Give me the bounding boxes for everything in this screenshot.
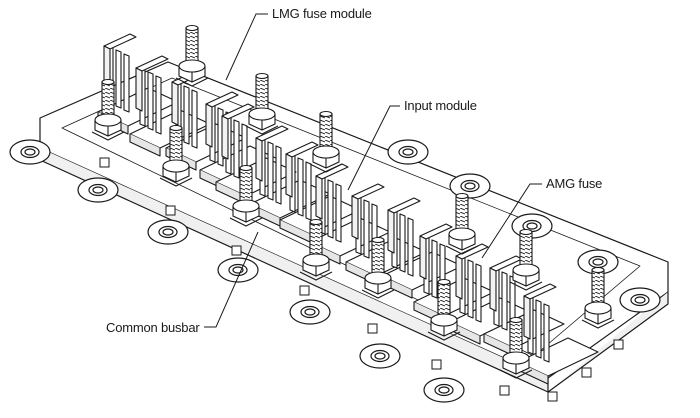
threaded-stud: [175, 24, 209, 87]
edge-tab: [613, 339, 624, 350]
mounting-ear: [359, 343, 401, 369]
leader-amg: [481, 183, 542, 259]
mounting-ear: [9, 139, 51, 165]
fuse-blade: [517, 283, 599, 385]
threaded-stud: [509, 228, 543, 291]
mounting-ear: [423, 377, 465, 403]
label-lmg-fuse-module: LMG fuse module: [272, 6, 372, 21]
edge-tab: [367, 323, 378, 334]
threaded-studs: [91, 24, 615, 379]
leader-lines: [204, 13, 542, 328]
edge-tab: [581, 367, 592, 378]
leader-busbar: [204, 231, 259, 328]
mounting-ear: [289, 299, 331, 325]
edge-tabs: [99, 157, 624, 402]
threaded-stud: [91, 78, 125, 141]
leader-lmg: [225, 13, 268, 81]
threaded-stud: [427, 278, 461, 341]
leader-input: [347, 105, 400, 191]
edge-tab: [431, 359, 442, 370]
label-amg-fuse: AMG fuse: [546, 176, 603, 191]
edge-tab: [499, 385, 510, 396]
edge-tab: [299, 285, 310, 296]
label-common-busbar: Common busbar: [106, 320, 200, 335]
edge-tab: [547, 391, 558, 402]
edge-tab: [231, 245, 242, 256]
threaded-stud: [445, 192, 479, 255]
fuse-blade: [345, 183, 427, 285]
mounting-ear: [449, 173, 491, 199]
edge-tab: [99, 157, 110, 168]
edge-tab: [165, 205, 176, 216]
mounting-ear: [77, 177, 119, 203]
mounting-ear: [577, 249, 619, 275]
threaded-stud: [299, 218, 333, 281]
label-input-module: Input module: [404, 98, 477, 113]
fuse-blade: [309, 163, 391, 265]
threaded-stud: [499, 316, 533, 379]
mounting-ear: [619, 287, 661, 313]
threaded-stud: [229, 164, 263, 227]
mounting-ear: [387, 139, 429, 165]
mounting-ear: [147, 219, 189, 245]
threaded-stud: [361, 236, 395, 299]
threaded-stud: [159, 124, 193, 187]
threaded-stud: [309, 110, 343, 173]
threaded-stud: [581, 266, 615, 329]
threaded-stud: [245, 72, 279, 135]
